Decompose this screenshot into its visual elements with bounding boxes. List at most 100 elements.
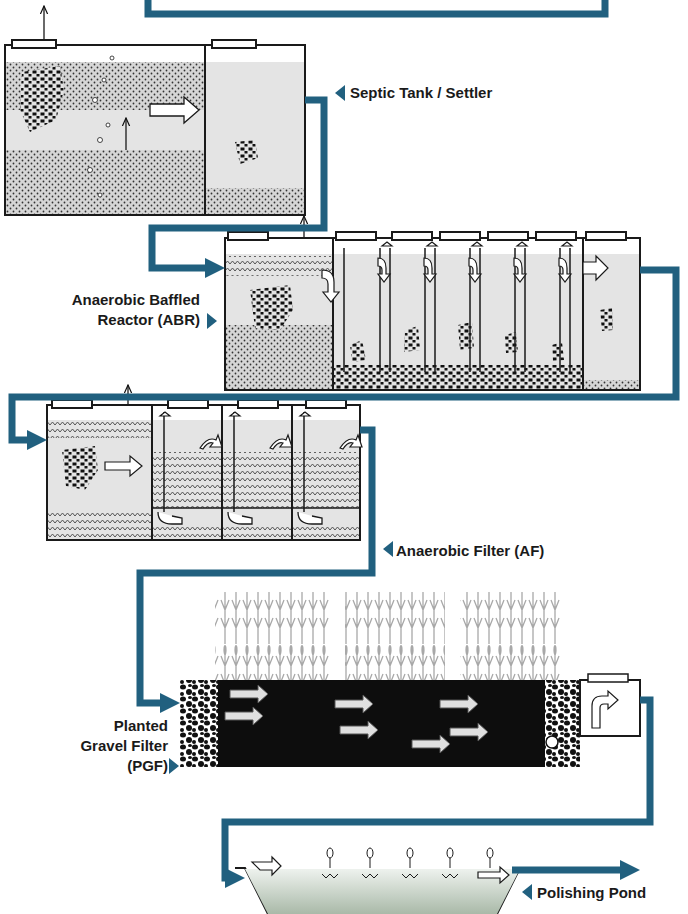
anaerobic-filter-part bbox=[223, 452, 291, 508]
planted-gravel-filter-part-part bbox=[412, 735, 450, 753]
anaerobic-filter bbox=[47, 385, 362, 540]
septic-tank-part-part bbox=[98, 138, 103, 143]
anaerobic-filter-part-part bbox=[293, 507, 359, 509]
polishing-pond-part-part bbox=[327, 848, 333, 858]
anaerobic-filter-part-part bbox=[153, 507, 221, 509]
anaerobic-filter-part-part bbox=[298, 512, 322, 524]
unit-label: Planted Gravel Filter (PGF) bbox=[74, 716, 168, 776]
polishing-pond-part-part bbox=[410, 858, 411, 868]
pipe-connector bbox=[225, 700, 650, 878]
polishing-pond-part-part bbox=[450, 858, 451, 868]
inlet-pipe bbox=[148, 0, 605, 14]
septic-tank-part bbox=[5, 45, 305, 215]
polishing-pond-part-part bbox=[407, 848, 413, 858]
septic-tank-part bbox=[88, 56, 115, 197]
anaerobic-filter-part bbox=[47, 405, 360, 540]
anaerobic-filter-part bbox=[151, 405, 153, 540]
planted-gravel-filter-part-part bbox=[335, 695, 373, 713]
baffled-reactor-part bbox=[334, 365, 582, 389]
septic-tank-part bbox=[20, 66, 64, 132]
label-marker-part bbox=[207, 313, 217, 329]
planted-gravel-filter-part bbox=[460, 592, 560, 682]
polishing-pond-part-part bbox=[330, 858, 331, 868]
baffled-reactor-part bbox=[226, 325, 332, 389]
baffled-reactor-part bbox=[250, 285, 293, 330]
treatment-unit: Anaerobic Baffled Reactor (ABR) bbox=[225, 238, 640, 390]
anaerobic-filter-part bbox=[48, 420, 359, 539]
planted-gravel-filter-part-part bbox=[450, 723, 488, 741]
anaerobic-filter-part bbox=[164, 412, 304, 512]
septic-tank-part bbox=[6, 150, 204, 214]
polishing-pond-part bbox=[322, 848, 493, 878]
septic-tank-part bbox=[212, 40, 256, 48]
baffled-reactor-part-part bbox=[427, 242, 437, 246]
planted-gravel-filter-part bbox=[215, 592, 330, 682]
baffled-reactor-part-part bbox=[562, 242, 572, 246]
label-marker bbox=[169, 85, 532, 900]
anaerobic-filter-part-part bbox=[228, 512, 252, 524]
baffled-reactor-part-part bbox=[517, 242, 527, 246]
anaerobic-filter-part bbox=[158, 512, 322, 524]
treatment-unit: Anaerobic Filter (AF) bbox=[47, 405, 360, 540]
anaerobic-filter-part-part bbox=[230, 412, 240, 416]
baffled-reactor-part-part bbox=[389, 248, 391, 372]
planted-gravel-filter bbox=[180, 592, 640, 767]
septic-tank-part bbox=[5, 45, 305, 215]
unit-label: Septic Tank / Settler bbox=[350, 83, 550, 103]
baffled-reactor-part bbox=[228, 232, 626, 240]
planted-gravel-filter-part bbox=[588, 674, 628, 682]
baffled-reactor-part-part bbox=[382, 242, 392, 246]
septic-tank-part bbox=[206, 188, 304, 214]
baffled-reactor-part bbox=[584, 380, 639, 389]
anaerobic-filter-part bbox=[153, 525, 359, 539]
baffled-reactor-part bbox=[322, 256, 608, 302]
anaerobic-filter-part-part bbox=[200, 435, 222, 449]
anaerobic-filter-part bbox=[160, 412, 310, 416]
anaerobic-filter-part bbox=[153, 452, 221, 508]
septic-tank bbox=[5, 6, 305, 215]
baffled-reactor-part-part bbox=[343, 248, 345, 372]
polishing-pond-part bbox=[478, 867, 509, 883]
baffled-reactor-part-part bbox=[583, 256, 608, 280]
baffled-reactor-part bbox=[226, 254, 639, 389]
anaerobic-filter-part bbox=[105, 435, 362, 476]
anaerobic-filter-part bbox=[48, 422, 151, 438]
anaerobic-filter-part-part bbox=[105, 456, 142, 476]
planted-gravel-filter-part bbox=[546, 736, 558, 748]
planted-gravel-filter-part bbox=[225, 685, 488, 753]
baffled-reactor-part bbox=[344, 248, 570, 372]
septic-tank-part-part bbox=[93, 98, 98, 103]
septic-tank-part bbox=[12, 40, 56, 48]
anaerobic-filter-part bbox=[48, 510, 151, 539]
baffled-reactor-part-part bbox=[524, 248, 526, 372]
baffled-reactor-part-part bbox=[424, 258, 436, 282]
baffled-reactor-part bbox=[332, 238, 334, 390]
anaerobic-filter-part-part bbox=[168, 400, 208, 408]
anaerobic-filter-part-part bbox=[52, 400, 92, 408]
septic-tank-part-part bbox=[110, 56, 114, 60]
label-marker-part bbox=[335, 85, 345, 101]
unit-label: Anaerobic Baffled Reactor (ABR) bbox=[18, 290, 200, 330]
polishing-pond-part bbox=[235, 868, 530, 914]
baffled-reactor-part-part bbox=[586, 232, 626, 240]
septic-tank-part bbox=[204, 45, 206, 215]
baffled-reactor-part-part bbox=[559, 258, 571, 282]
septic-tank-part-part bbox=[106, 123, 110, 127]
baffled-reactor-part-part bbox=[322, 270, 339, 302]
anaerobic-filter-part-part bbox=[306, 400, 346, 408]
septic-tank-part bbox=[235, 140, 258, 164]
anaerobic-filter-part-part bbox=[300, 412, 310, 416]
planted-gravel-filter-part-part bbox=[230, 685, 268, 703]
anaerobic-filter-part bbox=[291, 405, 293, 540]
polishing-pond-part-part bbox=[322, 874, 490, 878]
anaerobic-filter-part-part bbox=[160, 412, 170, 416]
septic-tank-part bbox=[206, 62, 304, 214]
baffled-reactor-part-part bbox=[536, 232, 576, 240]
polishing-pond-part-part bbox=[370, 858, 371, 868]
baffled-reactor-part-part bbox=[228, 232, 268, 240]
label-marker-part bbox=[522, 884, 532, 900]
polishing-pond-part-part bbox=[490, 858, 491, 868]
